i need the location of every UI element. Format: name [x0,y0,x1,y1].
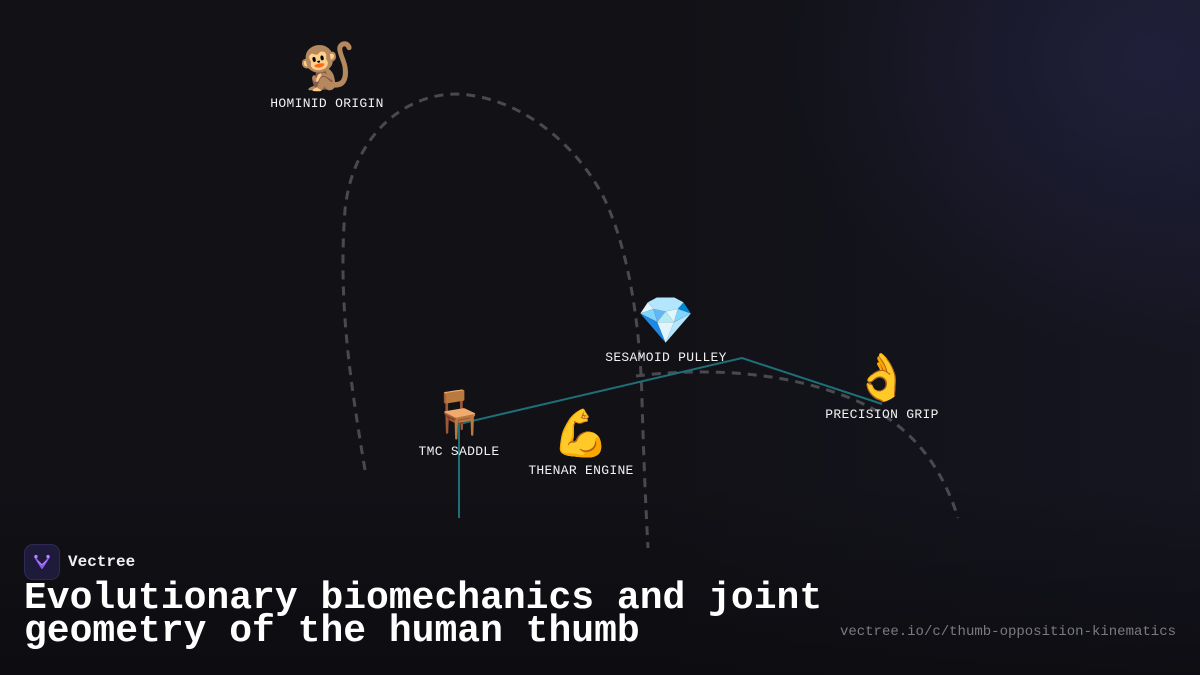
node-label: HOMINID ORIGIN [270,96,384,111]
node-label: TMC SADDLE [418,444,500,459]
flexed-biceps-icon: 💪 [552,406,610,460]
title-line-2: geometry of the human thumb [24,610,640,653]
vectree-logo-icon [24,544,60,580]
monkey-icon: 🐒 [298,39,356,93]
chair-icon: 🪑 [430,387,488,441]
node-hominid-origin[interactable]: 🐒 HOMINID ORIGIN [270,40,383,111]
node-tmc-saddle[interactable]: 🪑 TMC SADDLE [418,388,499,459]
node-label: THENAR ENGINE [528,463,634,478]
node-label: PRECISION GRIP [825,407,939,422]
node-precision-grip[interactable]: 👌 PRECISION GRIP [825,351,938,422]
node-thenar-engine[interactable]: 💪 THENAR ENGINE [528,407,633,478]
brand-name: Vectree [68,553,136,571]
node-sesamoid-pulley[interactable]: 💎 SESAMOID PULLEY [605,294,727,365]
dashed-arc-left [341,92,650,549]
node-label: SESAMOID PULLEY [605,350,727,365]
connector-line [458,356,883,518]
brand[interactable]: Vectree [24,544,135,580]
bottom-shade [0,485,1200,675]
gem-icon: 💎 [637,293,695,347]
share-url[interactable]: vectree.io/c/thumb-opposition-kinematics [839,624,1176,640]
ok-hand-icon: 👌 [853,350,911,404]
title-line-1: Evolutionary biomechanics and joint [24,577,823,620]
